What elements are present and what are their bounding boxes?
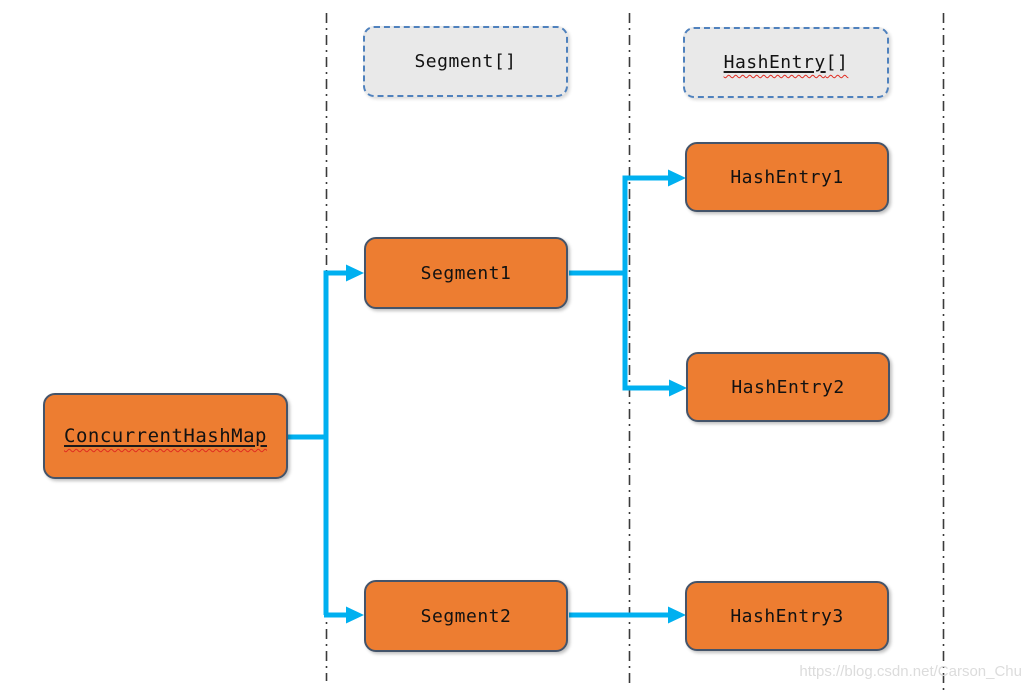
watermark-url: https://blog.csdn.net/Carson_Chu: [799, 663, 1022, 680]
header-segment-array-label: Segment[]: [414, 51, 517, 72]
arrowhead-hashentry2: [669, 379, 687, 397]
node-hashentry3: HashEntry3: [685, 581, 889, 651]
arrowhead-segment2: [346, 606, 364, 624]
header-segment-array: Segment[]: [363, 26, 568, 97]
arrowhead-segment1: [346, 264, 364, 282]
node-hashentry1: HashEntry1: [685, 142, 889, 212]
edge-chm-to-segments: [288, 270, 348, 618]
header-hashentry-array: HashEntry[]: [683, 27, 889, 98]
node-concurrent-hashmap: ConcurrentHashMap: [43, 393, 288, 479]
node-hashentry2-label: HashEntry2: [731, 376, 845, 398]
node-hashentry3-label: HashEntry3: [730, 605, 844, 627]
node-segment2-label: Segment2: [420, 605, 512, 627]
arrowhead-hashentry1: [668, 169, 686, 187]
node-segment1-label: Segment1: [420, 262, 512, 284]
edge-segment1-to-hashentries: [569, 175, 670, 391]
node-concurrent-hashmap-label: ConcurrentHashMap: [64, 425, 267, 447]
node-segment1: Segment1: [364, 237, 568, 309]
header-hashentry-array-label: HashEntry[]: [723, 52, 849, 73]
node-hashentry2: HashEntry2: [686, 352, 890, 422]
arrowhead-hashentry3: [668, 606, 686, 624]
node-hashentry1-label: HashEntry1: [730, 166, 844, 188]
node-segment2: Segment2: [364, 580, 568, 652]
